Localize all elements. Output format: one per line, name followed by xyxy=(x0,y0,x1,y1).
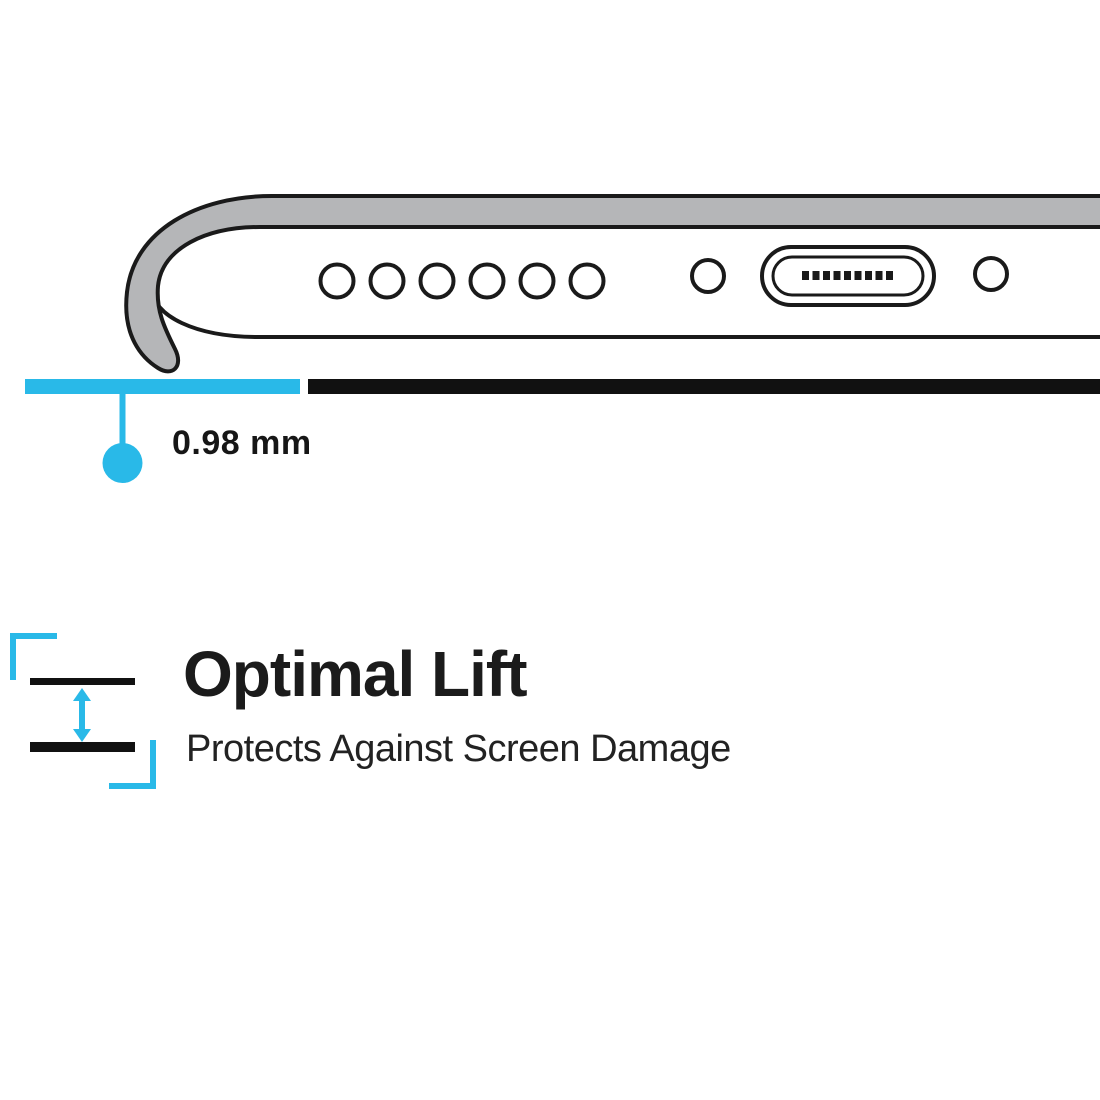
lift-spacing-icon xyxy=(10,633,156,789)
feature-subtitle: Protects Against Screen Damage xyxy=(186,728,731,770)
lift-plane-bar-cyan xyxy=(25,379,300,394)
speaker-hole xyxy=(368,262,406,300)
feature-title: Optimal Lift xyxy=(183,638,528,710)
double-arrow-icon xyxy=(73,688,91,742)
speaker-hole xyxy=(518,262,556,300)
charging-port-pins xyxy=(802,271,893,280)
measurement-pointer-dot xyxy=(102,443,143,483)
speaker-holes xyxy=(318,262,606,300)
upper-surface-line xyxy=(30,678,135,685)
screw-hole-right xyxy=(973,256,1009,292)
bracket-bottom-right xyxy=(109,740,156,789)
lower-surface-line xyxy=(30,742,135,752)
speaker-hole xyxy=(318,262,356,300)
speaker-hole xyxy=(468,262,506,300)
screen-plane-bar-black xyxy=(308,379,1100,394)
charging-port xyxy=(760,245,936,307)
phone-body xyxy=(149,224,1100,339)
speaker-hole xyxy=(418,262,456,300)
screw-hole-left xyxy=(690,258,726,294)
bracket-top-left xyxy=(10,633,57,680)
speaker-hole xyxy=(568,262,606,300)
phone-case-cross-section xyxy=(25,194,1100,483)
case-lip xyxy=(124,194,1100,374)
measurement-value: 0.98 mm xyxy=(172,424,312,462)
measurement-pointer-line xyxy=(119,392,126,445)
